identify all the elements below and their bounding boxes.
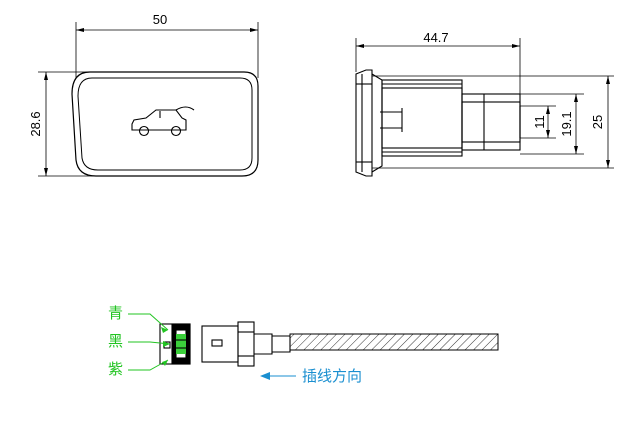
dim-side-mid: 19.1	[559, 111, 574, 136]
cable	[289, 333, 499, 351]
insert-direction-arrow-icon	[260, 372, 296, 380]
dim-side-outer: 25	[590, 115, 605, 129]
side-view	[355, 69, 521, 177]
dim-side-length: 44.7	[423, 30, 448, 45]
wire-label-purple: 紫	[108, 360, 123, 378]
dim-top-width: 50	[153, 12, 167, 27]
side-view-dimensions: 44.7 11 19.1 25	[355, 30, 614, 169]
front-view: 50 28.6	[28, 12, 259, 177]
wire-label-cyan: 青	[108, 304, 123, 322]
wire-label-black: 黑	[108, 332, 123, 350]
dim-top-height: 28.6	[28, 111, 43, 136]
connector-assembly: 青 黑 紫 插线方向	[108, 304, 499, 385]
car-trunk-icon	[131, 106, 195, 137]
insert-direction-label: 插线方向	[302, 367, 362, 385]
plug-housing	[201, 321, 291, 367]
dim-side-inner: 11	[532, 115, 547, 129]
